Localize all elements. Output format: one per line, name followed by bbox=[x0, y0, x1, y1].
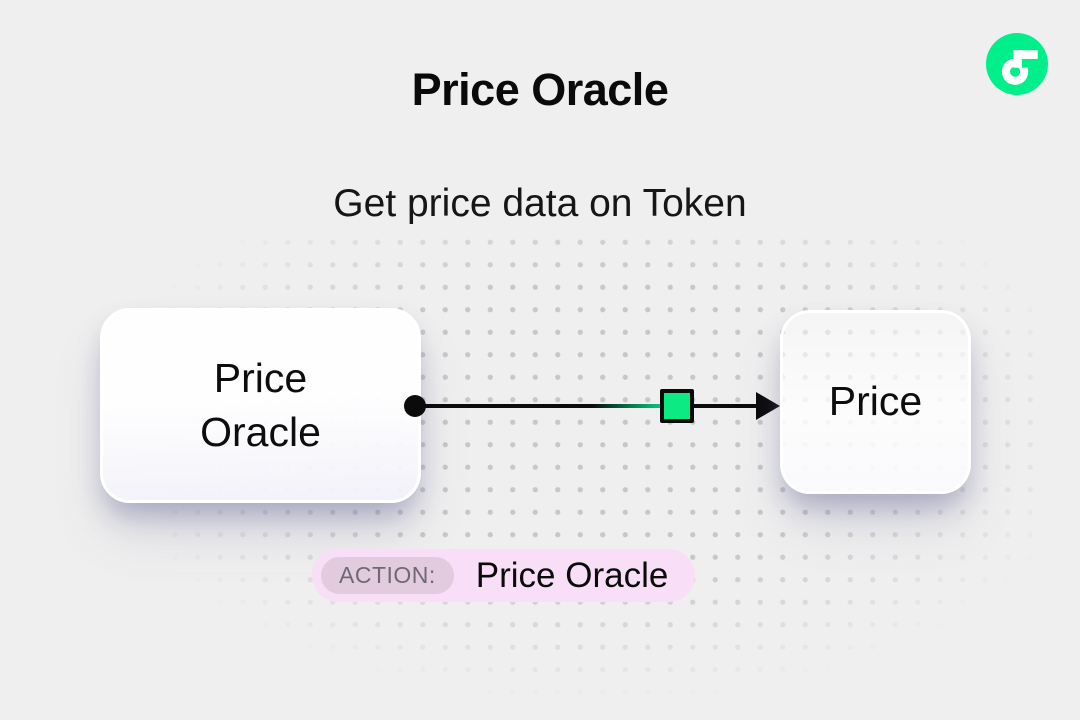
target-node: Price bbox=[780, 310, 971, 494]
connector-line bbox=[415, 404, 762, 408]
flow-logo-icon bbox=[986, 33, 1048, 95]
action-badge-label: Price Oracle bbox=[475, 555, 669, 595]
connector-action-marker bbox=[660, 389, 694, 423]
page-subtitle: Get price data on Token bbox=[333, 182, 747, 225]
connector-start-dot bbox=[404, 395, 426, 417]
connector-green-trail bbox=[592, 404, 660, 408]
page-title: Price Oracle bbox=[411, 64, 669, 115]
target-node-label: Price bbox=[828, 378, 923, 425]
source-node-label: Price Oracle bbox=[200, 355, 321, 455]
source-node: Price Oracle bbox=[100, 308, 421, 503]
action-badge: ACTION: Price Oracle bbox=[312, 549, 696, 602]
action-badge-prefix: ACTION: bbox=[321, 557, 454, 594]
connector-arrowhead-icon bbox=[756, 392, 780, 420]
